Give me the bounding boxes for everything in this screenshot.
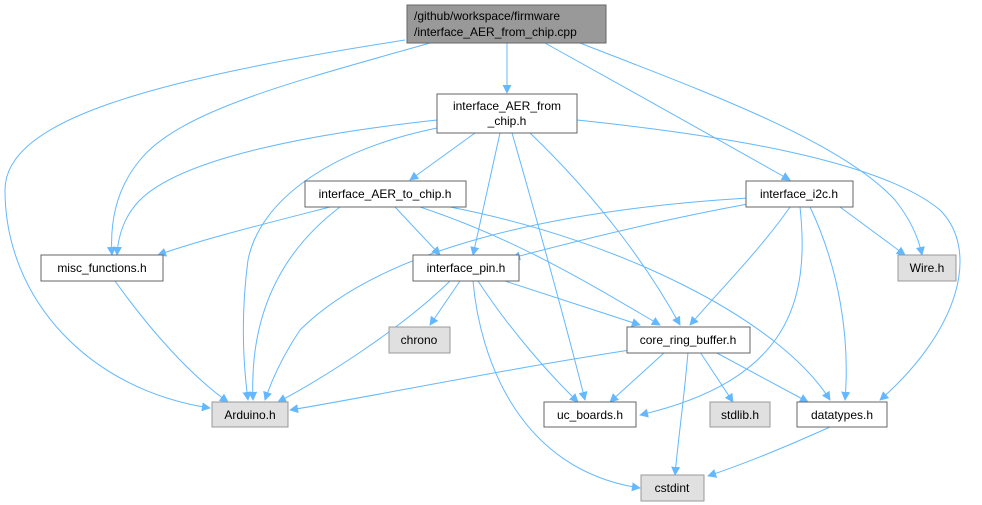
node-wire-label: Wire.h — [910, 261, 945, 275]
node-aer-from-line2: _chip.h — [487, 114, 527, 128]
edge-ring-to-uc-boards — [609, 351, 666, 403]
node-core-ring-buffer-h[interactable]: core_ring_buffer.h — [626, 326, 751, 354]
edge-root-to-i2c-h — [544, 42, 791, 181]
edge-root-to-misc-functions-h — [106, 42, 431, 256]
edge-ring-to-stdlib — [699, 351, 734, 403]
node-chrono-label: chrono — [401, 333, 438, 347]
edge-aer-from-to-misc — [112, 119, 438, 256]
node-stdlib-label: stdlib.h — [721, 408, 759, 422]
edge-pin-to-uc-boards — [477, 280, 579, 403]
edge-aer-to-to-arduino — [248, 206, 341, 401]
edge-root-to-wire-h — [579, 42, 925, 256]
node-stdlib-h[interactable]: stdlib.h — [709, 401, 771, 428]
node-aer-to-label: interface_AER_to_chip.h — [319, 187, 452, 201]
node-interface-i2c-h[interactable]: interface_i2c.h — [745, 180, 854, 208]
edge-aer-from-to-pin — [470, 132, 501, 256]
node-chrono[interactable]: chrono — [388, 326, 451, 354]
node-interface-aer-from-chip-h[interactable]: interface_AER_from _chip.h — [436, 93, 578, 134]
edge-i2c-to-pin — [511, 203, 749, 261]
node-root-line1: /github/workspace/firmware — [414, 9, 560, 23]
node-misc-functions-h[interactable]: misc_functions.h — [40, 254, 164, 282]
node-datatypes-label: datatypes.h — [811, 408, 873, 422]
edge-root-to-arduino-h — [4, 39, 406, 412]
node-root-line2: /interface_AER_from_chip.cpp — [414, 25, 577, 39]
edge-aer-to-to-misc — [157, 206, 331, 257]
edge-aer-to-to-datatypes — [449, 206, 831, 401]
node-interface-pin-h[interactable]: interface_pin.h — [412, 254, 520, 282]
node-datatypes-h[interactable]: datatypes.h — [796, 401, 888, 428]
edge-i2c-to-arduino — [263, 197, 749, 401]
edge-aer-from-to-aer-to — [409, 132, 476, 181]
node-aer-from-line1: interface_AER_from — [453, 99, 561, 113]
edge-datatypes-to-cstdint — [707, 426, 831, 478]
edge-aer-to-to-ring-buffer — [419, 206, 661, 326]
node-ring-label: core_ring_buffer.h — [640, 333, 737, 347]
edge-aer-from-to-datatypes — [576, 119, 961, 401]
edge-i2c-to-uc-boards — [639, 206, 803, 418]
edges — [4, 39, 961, 492]
node-cstdint[interactable]: cstdint — [640, 474, 705, 502]
node-arduino-label: Arduino.h — [224, 408, 275, 422]
edge-ring-to-datatypes — [714, 351, 809, 403]
node-cstdint-label: cstdint — [655, 481, 690, 495]
node-pin-label: interface_pin.h — [427, 261, 506, 275]
node-uc-boards-h[interactable]: uc_boards.h — [543, 401, 637, 428]
node-root[interactable]: /github/workspace/firmware /interface_AE… — [406, 4, 607, 44]
edge-i2c-to-wire — [839, 206, 906, 256]
edge-aer-to-to-pin — [394, 206, 441, 256]
edge-pin-to-chrono — [429, 280, 461, 326]
node-interface-aer-to-chip-h[interactable]: interface_AER_to_chip.h — [304, 180, 467, 208]
node-wire-h[interactable]: Wire.h — [897, 254, 957, 282]
edge-pin-to-arduino — [277, 280, 451, 403]
edge-pin-to-cstdint — [472, 280, 641, 492]
node-misc-label: misc_functions.h — [57, 261, 146, 275]
edge-i2c-to-ring-buffer — [689, 206, 791, 326]
node-i2c-label: interface_i2c.h — [760, 187, 838, 201]
edge-aer-from-to-ring-buffer — [529, 132, 681, 326]
edge-ring-to-cstdint — [671, 351, 689, 476]
edge-i2c-to-datatypes — [809, 206, 851, 401]
edge-aer-from-to-arduino — [242, 127, 438, 401]
edge-misc-to-arduino — [114, 280, 229, 403]
edge-ring-to-arduino — [289, 349, 631, 414]
edge-aer-from-to-uc-boards — [511, 132, 588, 401]
node-arduino-h[interactable]: Arduino.h — [211, 401, 289, 428]
edge-pin-to-ring-buffer — [504, 280, 641, 327]
node-uc-boards-label: uc_boards.h — [557, 408, 623, 422]
